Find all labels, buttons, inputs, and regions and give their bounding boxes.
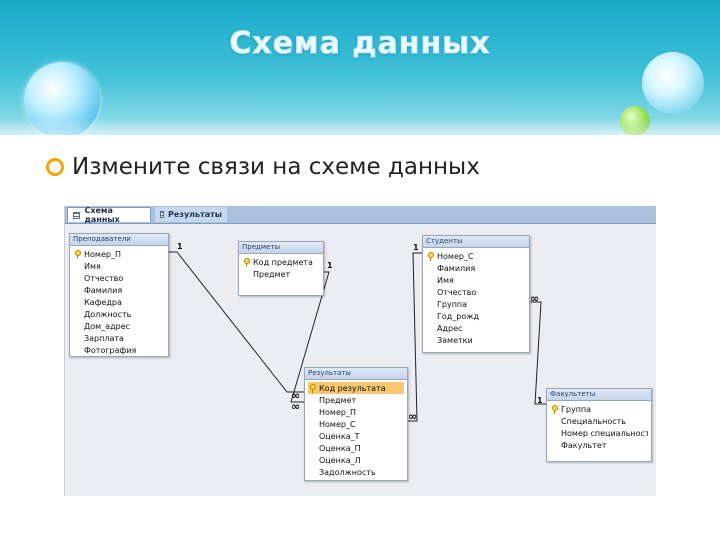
field-row[interactable]: Отчество <box>84 273 124 283</box>
field-row[interactable]: Адрес <box>437 323 463 333</box>
cardinality-one-label: 1 <box>537 396 543 405</box>
field-row[interactable]: Номер_П <box>319 407 356 417</box>
table-title: Студенты <box>423 236 529 248</box>
field-row[interactable]: Номер_С <box>319 419 356 429</box>
table-title: Преподаватели <box>70 234 168 246</box>
field-row[interactable]: Предмет <box>319 395 357 405</box>
field-label: Номер_С <box>437 251 474 261</box>
field-row[interactable]: Должность <box>84 309 132 319</box>
field-row[interactable]: Оценка_П <box>319 443 361 453</box>
primary-key-icon <box>74 249 81 259</box>
field-row[interactable]: Фамилия <box>437 263 476 273</box>
field-row[interactable]: Оценка_Л <box>319 455 361 465</box>
tab-schema-label: Схема данных <box>84 206 120 224</box>
relation-line-teachers-results[interactable] <box>169 251 305 393</box>
field-row[interactable]: Фотография <box>84 345 137 355</box>
field-row[interactable]: Номер_С <box>426 250 526 262</box>
field-label: Код предмета <box>253 257 313 267</box>
field-row[interactable]: Код предмета <box>242 256 320 268</box>
field-row[interactable]: Группа <box>437 299 468 309</box>
table-title: Факультеты <box>547 389 651 401</box>
field-row[interactable]: Имя <box>437 275 454 285</box>
table-faculties[interactable]: Факультеты Группа Специальность Номер сп… <box>546 388 652 462</box>
primary-key-icon <box>551 404 558 414</box>
field-row[interactable]: Номер_П <box>73 248 165 260</box>
relation-line-subjects-results[interactable] <box>290 271 330 403</box>
primary-key-icon <box>243 257 250 267</box>
field-row[interactable]: Специальность <box>561 416 627 426</box>
slide-title: Схема данных <box>229 26 491 62</box>
table-title: Предметы <box>239 242 323 254</box>
field-row[interactable]: Отчество <box>437 287 477 297</box>
bullet-text: Измените связи на схеме данных <box>72 154 480 180</box>
cardinality-many-label: ∞ <box>530 292 540 305</box>
cardinality-one-label: 1 <box>327 261 333 270</box>
primary-key-icon <box>427 251 434 261</box>
relation-line-faculties-students[interactable] <box>529 301 547 405</box>
field-row[interactable]: Фамилия <box>84 285 123 295</box>
field-row[interactable]: Зарплата <box>84 333 124 343</box>
table-teachers[interactable]: Преподаватели Номер_П Имя Отчество Фамил… <box>69 233 169 357</box>
table-students[interactable]: Студенты Номер_С Фамилия Имя Отчество Гр… <box>422 235 530 353</box>
table-subjects[interactable]: Предметы Код предмета Предмет <box>238 241 324 296</box>
tab-results[interactable]: Результаты <box>155 207 227 222</box>
header-fade <box>0 118 720 148</box>
decorative-bubble-right-icon <box>642 52 704 114</box>
cardinality-many-label: ∞ <box>291 389 301 402</box>
table-results[interactable]: Результаты Код результата Предмет Номер_… <box>304 367 408 481</box>
field-row[interactable]: Группа <box>550 403 648 415</box>
relation-line-students-results[interactable] <box>407 252 423 422</box>
field-row[interactable]: Номер специальности <box>561 428 648 438</box>
relationships-window: Схема данных Результаты 1 ∞ 1 ∞ 1 ∞ 1 ∞ … <box>64 206 656 496</box>
field-label: Код результата <box>319 383 386 393</box>
field-row[interactable]: Год_рожд <box>437 311 480 321</box>
primary-key-icon <box>309 383 316 393</box>
field-label: Группа <box>561 404 592 414</box>
field-label: Номер_П <box>84 249 121 259</box>
field-row[interactable]: Заметки <box>437 335 473 345</box>
field-row[interactable]: Дом_адрес <box>84 321 131 331</box>
table-grid-icon <box>73 211 81 219</box>
field-row[interactable]: Предмет <box>253 269 291 279</box>
field-row[interactable]: Имя <box>84 261 101 271</box>
cardinality-many-label: ∞ <box>408 410 418 423</box>
cardinality-many-label: ∞ <box>291 400 301 413</box>
document-tab-strip: Схема данных Результаты <box>65 206 656 224</box>
field-row[interactable]: Факультет <box>561 440 607 450</box>
table-grid-icon <box>160 211 165 218</box>
relationship-lines <box>169 251 547 422</box>
field-row[interactable]: Задолжность <box>319 467 376 477</box>
field-row[interactable]: Оценка_Т <box>319 431 360 441</box>
bullet-item: Измените связи на схеме данных <box>46 152 480 182</box>
table-title: Результаты <box>305 368 407 380</box>
tab-schema[interactable]: Схема данных <box>67 206 151 224</box>
cardinality-one-label: 1 <box>177 242 183 251</box>
field-row[interactable]: Кафедра <box>84 297 122 307</box>
slide-header: Схема данных <box>0 0 720 135</box>
cardinality-one-label: 1 <box>413 243 419 252</box>
field-row-selected[interactable]: Код результата <box>308 382 404 394</box>
tab-results-label: Результаты <box>168 210 222 219</box>
ring-bullet-icon <box>46 158 64 176</box>
